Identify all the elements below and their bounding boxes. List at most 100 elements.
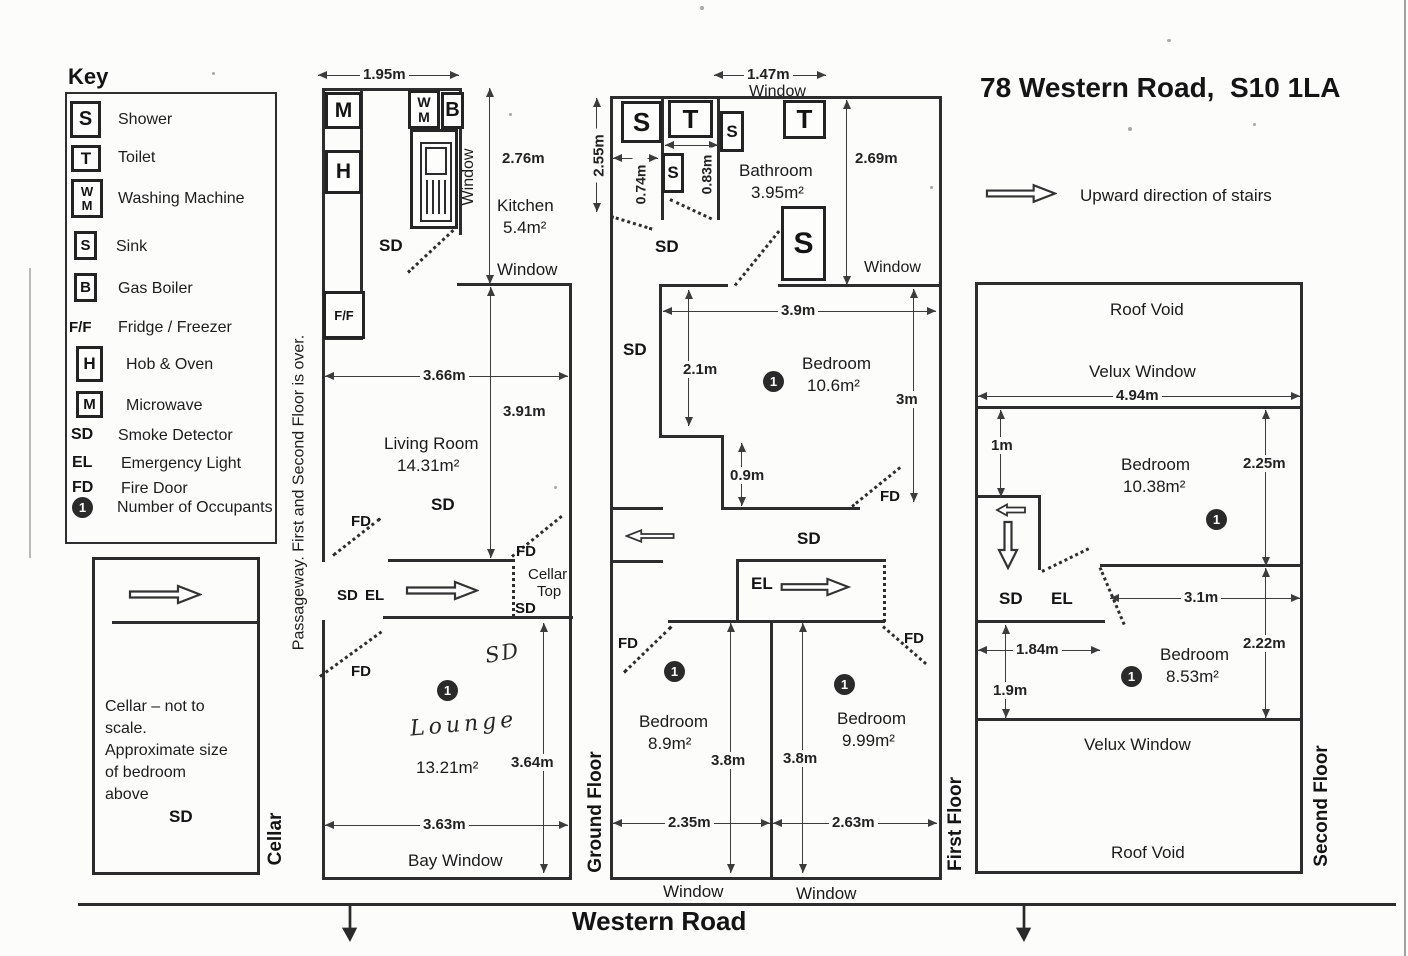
dim-living-width: 3.66m (420, 367, 469, 384)
fridge-freezer-icon: F/F (69, 319, 92, 336)
cellar-note-line: of bedroom (105, 764, 186, 781)
wall (613, 507, 663, 510)
wall (717, 96, 720, 220)
cellar-note-line: Approximate size (105, 742, 228, 759)
dim-lounge-height: 3.64m (508, 754, 557, 771)
dim-line (487, 287, 495, 558)
dim-right-height: 2.69m (852, 150, 901, 167)
wall (975, 620, 1105, 623)
shower-icon: S (70, 101, 101, 138)
room-area-bed2: 8.9m² (648, 734, 692, 753)
second-floor-label: Second Floor (1311, 745, 1332, 867)
wall (770, 620, 773, 880)
cellar-top-label: Top (537, 583, 562, 600)
smoke-detector-label-handwritten: SD (483, 638, 523, 668)
room-name-bathroom: Bathroom (739, 161, 813, 180)
hob-icon: H (325, 150, 362, 194)
key-box (65, 92, 277, 544)
dim-toilet-width: 0.83m (698, 147, 714, 202)
wall (721, 507, 860, 510)
road-label: Western Road (572, 906, 747, 936)
page-title: 78 Western Road, S10 1LA (980, 72, 1341, 103)
scan-artifact (1128, 127, 1132, 131)
dim-shower-width: 0.74m (632, 157, 648, 212)
dim-bed1-width: 3.9m (778, 302, 819, 319)
wall (569, 283, 572, 880)
dim-line (727, 623, 735, 873)
fridge-freezer-icon: F/F (323, 291, 365, 339)
smoke-detector-label: SD (337, 587, 358, 604)
wm-top: W (417, 93, 431, 110)
dim-line (486, 88, 494, 284)
stairs-down-arrow-icon (625, 528, 675, 544)
dim-bed2-width: 2.35m (665, 814, 714, 831)
wall (660, 284, 728, 287)
dim-line (843, 100, 851, 285)
dim-bed4-right: 2.25m (1240, 455, 1289, 472)
kitchen-counter-edge (360, 88, 363, 340)
boiler-icon: B (74, 273, 97, 302)
key-item-fridge: Fridge / Freezer (118, 319, 232, 336)
window-label: Window (663, 882, 724, 901)
wall (459, 88, 462, 235)
room-name-lounge-handwritten: Lounge (409, 707, 519, 742)
key-item-occupants: Number of Occupants (117, 499, 273, 516)
wall (659, 435, 724, 438)
dim-floor-width: 4.94m (1113, 387, 1162, 404)
sink-unit-icon (410, 129, 458, 229)
fire-door-line (512, 559, 515, 617)
dim-bed5-width: 3.1m (1181, 589, 1222, 606)
stairs-up-arrow-icon (405, 580, 479, 601)
door-swing-line (610, 215, 653, 231)
wall (975, 718, 1303, 721)
dim-bed5-right: 2.22m (1240, 635, 1289, 652)
wall (1100, 564, 1303, 567)
key-item-boiler: Gas Boiler (118, 280, 193, 297)
key-item-toilet: Toilet (118, 149, 156, 166)
room-area-kitchen: 5.4m² (503, 218, 547, 237)
boiler-icon: B (441, 92, 464, 129)
wall (737, 559, 885, 562)
emergency-light-icon: EL (72, 454, 93, 471)
wall (610, 96, 613, 880)
dim-line (1262, 410, 1270, 566)
dim-bed1-right: 3m (893, 391, 921, 408)
wall (778, 284, 942, 287)
key-heading: Key (68, 64, 109, 89)
dim-landing-height: 1.9m (990, 682, 1031, 699)
dim-bathroom-width: 1.47m (744, 66, 793, 83)
wall (975, 871, 1303, 874)
washing-machine-icon: W M (408, 90, 440, 129)
window-label: Window (749, 83, 806, 100)
toilet-icon: T (783, 100, 826, 139)
scan-artifact (1253, 123, 1256, 126)
wall (975, 282, 1303, 285)
room-area-bed5: 8.53m² (1166, 667, 1219, 686)
fire-door-label: FD (516, 543, 536, 560)
smoke-detector-icon: SD (71, 426, 94, 443)
wm-bottom: M (81, 197, 93, 213)
wall (721, 435, 724, 510)
cellar-floor-label: Cellar (265, 812, 286, 866)
wall (659, 284, 662, 438)
window-label: Window (497, 260, 558, 279)
key-item-shower: Shower (118, 111, 173, 128)
cellar-note-line: scale. (105, 720, 147, 737)
window-label: Window (796, 884, 857, 903)
key-item-emergency-light: Emergency Light (121, 455, 242, 472)
cellar-note-line: above (105, 786, 149, 803)
wall (457, 283, 572, 286)
emergency-light-label: EL (751, 574, 773, 593)
dim-line (685, 290, 693, 426)
ground-floor-label: Ground Floor (585, 751, 606, 873)
stairs-up-arrow-icon (780, 577, 851, 597)
wall (975, 495, 1040, 498)
landing-dotted-edge (883, 559, 886, 622)
emergency-light-label: EL (1051, 589, 1073, 608)
occupants-badge: 1 (1121, 666, 1142, 687)
wall (322, 877, 572, 880)
wall (668, 620, 885, 623)
stairs-down-direction-arrow-icon (997, 520, 1019, 570)
wall (736, 559, 739, 623)
